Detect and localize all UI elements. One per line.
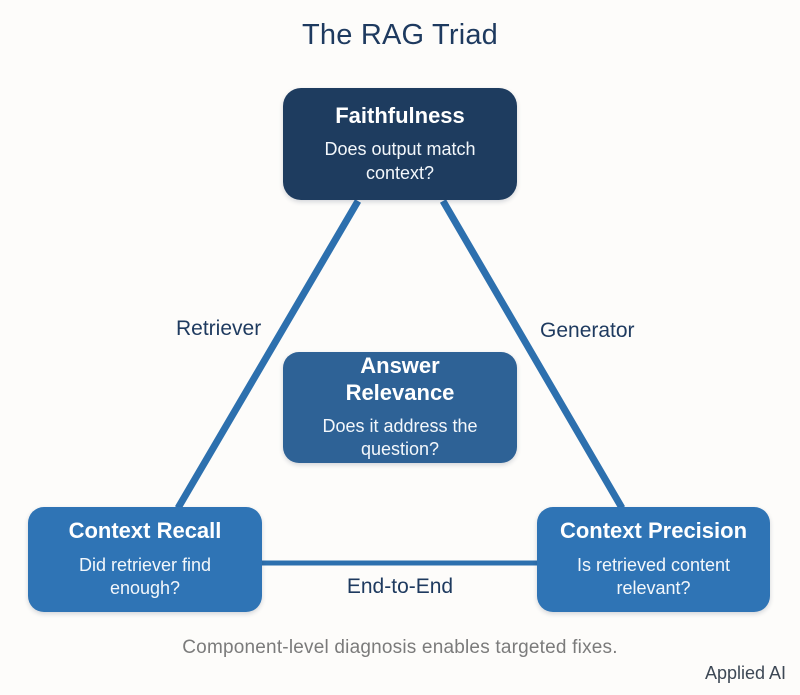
node-faithfulness-title: Faithfulness bbox=[335, 102, 465, 128]
node-faithfulness-question: Does output match context? bbox=[324, 139, 476, 183]
node-context-recall-title: Context Recall bbox=[68, 518, 222, 544]
page-title: The RAG Triad bbox=[302, 19, 498, 51]
attribution-label: Applied AI bbox=[704, 663, 786, 683]
node-context-precision: Context Precision Is retrieved content r… bbox=[537, 507, 770, 612]
node-answer-relevance: Answer Relevance Does it address the que… bbox=[283, 352, 517, 463]
node-context-recall: Context Recall Did retriever find enough… bbox=[28, 507, 262, 612]
node-context-recall-question: Did retriever find enough? bbox=[78, 554, 212, 599]
footer-caption: Component-level diagnosis enables target… bbox=[182, 637, 618, 658]
edge-label-end-to-end: End-to-End bbox=[346, 575, 454, 598]
node-faithfulness: Faithfulness Does output match context? bbox=[283, 88, 517, 200]
node-context-precision-title: Context Precision bbox=[559, 518, 748, 544]
edge-label-generator: Generator bbox=[540, 319, 635, 342]
edge-line-generator bbox=[439, 199, 626, 510]
node-answer-relevance-title: Answer Relevance bbox=[345, 353, 455, 405]
node-context-precision-question: Is retrieved content relevant? bbox=[576, 554, 731, 599]
edge-line-retriever bbox=[174, 199, 362, 510]
node-answer-relevance-question: Does it address the question? bbox=[322, 416, 478, 460]
edge-label-retriever: Retriever bbox=[176, 317, 262, 340]
